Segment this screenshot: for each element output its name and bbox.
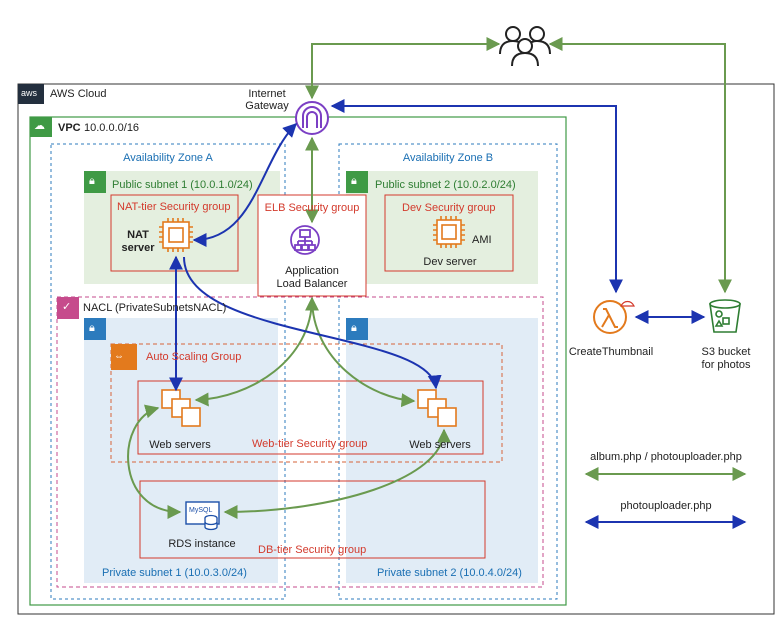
public-subnet-1-label: Public subnet 1 (10.0.1.0/24) — [112, 179, 253, 191]
private-subnet-1-label: Private subnet 1 (10.0.3.0/24) — [102, 567, 247, 579]
availability-zone-b-label: Availability Zone B — [402, 152, 494, 164]
nat-security-group-label: NAT-tier Security group — [117, 201, 231, 213]
public-subnet-2-label: Public subnet 2 (10.0.2.0/24) — [375, 179, 516, 191]
flow-users-igw — [305, 37, 501, 100]
alb-label-1: Application — [285, 265, 339, 277]
nacl-icon: ✓ — [62, 301, 72, 313]
flow-igw-lambda — [330, 99, 623, 294]
aws-logo — [18, 84, 44, 104]
blue-flows — [169, 99, 747, 529]
dev-security-group-label: Dev Security group — [402, 202, 496, 214]
alb-label-2: Load Balancer — [276, 278, 348, 290]
s3-label-2: for photos — [701, 359, 751, 371]
rds-label: RDS instance — [168, 538, 236, 550]
dev-server-label: Dev server — [423, 256, 477, 268]
vpc-icon: ☁ — [34, 120, 45, 132]
nacl-icon-box — [57, 297, 79, 319]
nacl-boundary — [56, 296, 544, 588]
private-subnet-1-lock-icon: 🔒︎ — [89, 322, 95, 334]
legend-blue-label: photouploader.php — [620, 500, 712, 512]
internet-gateway-icon — [295, 101, 329, 135]
nat-server-chip-icon — [159, 218, 193, 252]
internet-gateway-label-2: Gateway — [245, 100, 289, 112]
rds-mysql-icon — [185, 501, 220, 531]
availability-zone-a — [50, 143, 286, 600]
public-subnet-2-lock-icon: 🔒︎ — [351, 175, 357, 187]
web-security-group-label: Web-tier Security group — [252, 438, 368, 450]
flow-alb-web-a — [194, 296, 319, 407]
green-flows — [127, 37, 747, 519]
aws-badge-text: aws — [21, 88, 38, 98]
dev-server-ami-label: AMI — [472, 234, 492, 246]
flow-web-b-rds — [223, 428, 451, 519]
private-subnet-1-icon-box — [84, 318, 106, 340]
dev-server-chip-icon — [433, 216, 465, 248]
load-balancer-icon — [290, 225, 320, 255]
internet-gateway-label-1: Internet — [248, 88, 286, 100]
web-servers-a-icon — [161, 389, 201, 427]
vpc-label: VPC — [58, 122, 81, 134]
lambda-label: CreateThumbnail — [568, 346, 654, 358]
web-servers-a-label: Web servers — [149, 439, 211, 451]
flow-web-a-rds — [127, 404, 182, 519]
availability-zone-a-label: Availability Zone A — [123, 152, 213, 164]
s3-bucket-icon — [709, 299, 741, 333]
nat-server-label-1: NAT — [127, 229, 149, 241]
vpc-cidr: 10.0.0.0/16 — [84, 122, 140, 134]
private-subnet-2-label: Private subnet 2 (10.0.4.0/24) — [377, 567, 522, 579]
public-subnet-2-icon-box — [346, 171, 368, 193]
rds-engine-label: MySQL — [189, 507, 213, 514]
lambda-icon — [593, 300, 635, 334]
flow-users-s3 — [548, 37, 732, 294]
auto-scaling-icon-box — [111, 344, 137, 370]
flow-nat-igw — [192, 123, 297, 247]
public-subnet-1-icon-box — [84, 171, 106, 193]
auto-scaling-icon: ⇔ — [114, 351, 124, 362]
elb-security-group-label: ELB Security group — [264, 202, 360, 214]
private-subnet-2-icon-box — [346, 318, 368, 340]
legend-green-label: album.php / photouploader.php — [590, 451, 742, 463]
nacl-label: NACL (PrivateSubnetsNACL) — [83, 302, 227, 314]
web-servers-b-icon — [417, 389, 457, 427]
web-servers-b-label: Web servers — [409, 439, 471, 451]
vpc-icon-box — [30, 117, 52, 137]
flow-alb-web-b — [311, 297, 416, 408]
auto-scaling-group-label: Auto Scaling Group — [146, 351, 242, 363]
s3-label-1: S3 bucket — [701, 346, 751, 358]
flow-nat-web-b — [183, 256, 442, 390]
private-subnet-2-lock-icon: 🔒︎ — [351, 322, 357, 334]
users-icon — [499, 26, 551, 67]
auto-scaling-group-boundary — [110, 343, 503, 463]
db-security-group-label: DB-tier Security group — [258, 544, 367, 556]
aws-cloud-label: AWS Cloud — [50, 88, 107, 100]
public-subnet-1-lock-icon: 🔒︎ — [89, 175, 95, 187]
nat-server-label-2: server — [121, 242, 155, 254]
